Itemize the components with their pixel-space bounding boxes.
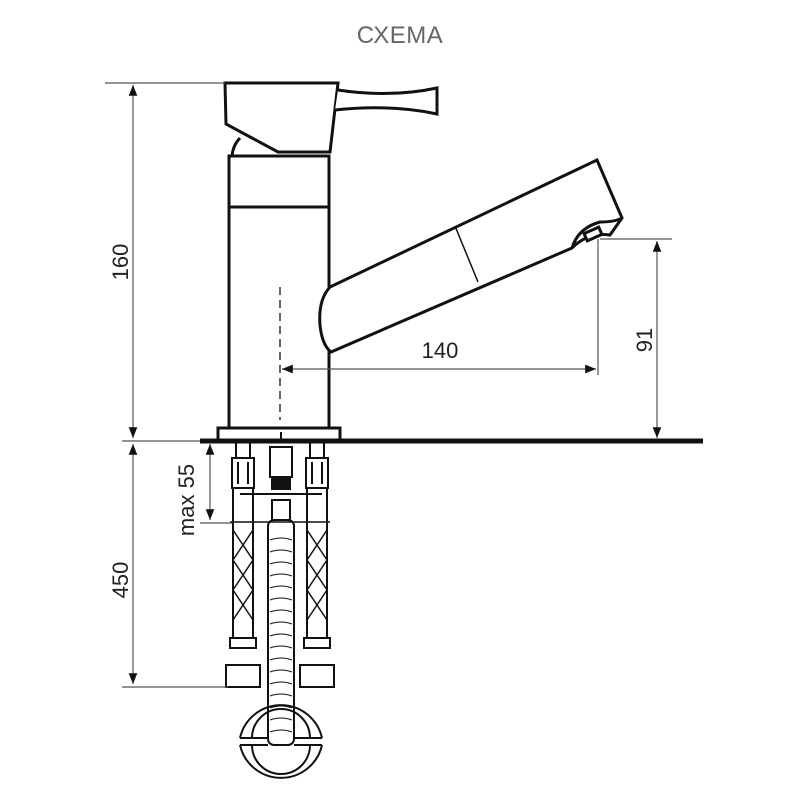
supply-hose-right	[299, 443, 335, 688]
dim-total-height	[105, 82, 225, 442]
dim-spout-height	[597, 238, 672, 438]
lever-handle	[223, 81, 439, 157]
dim-max-thickness	[200, 444, 232, 524]
mounting-nut	[239, 704, 323, 779]
dim-label-140: 140	[422, 338, 459, 363]
dim-label-91: 91	[632, 328, 657, 352]
diagram-title: СХЕМА	[356, 22, 444, 49]
dim-label-450: 450	[108, 562, 133, 599]
spout	[318, 157, 624, 354]
dim-label-max55: max 55	[174, 464, 199, 536]
supply-hose-left	[225, 443, 261, 688]
dim-hose-length	[122, 444, 228, 688]
dim-label-160: 160	[108, 244, 133, 281]
mounting-stud	[240, 432, 322, 746]
